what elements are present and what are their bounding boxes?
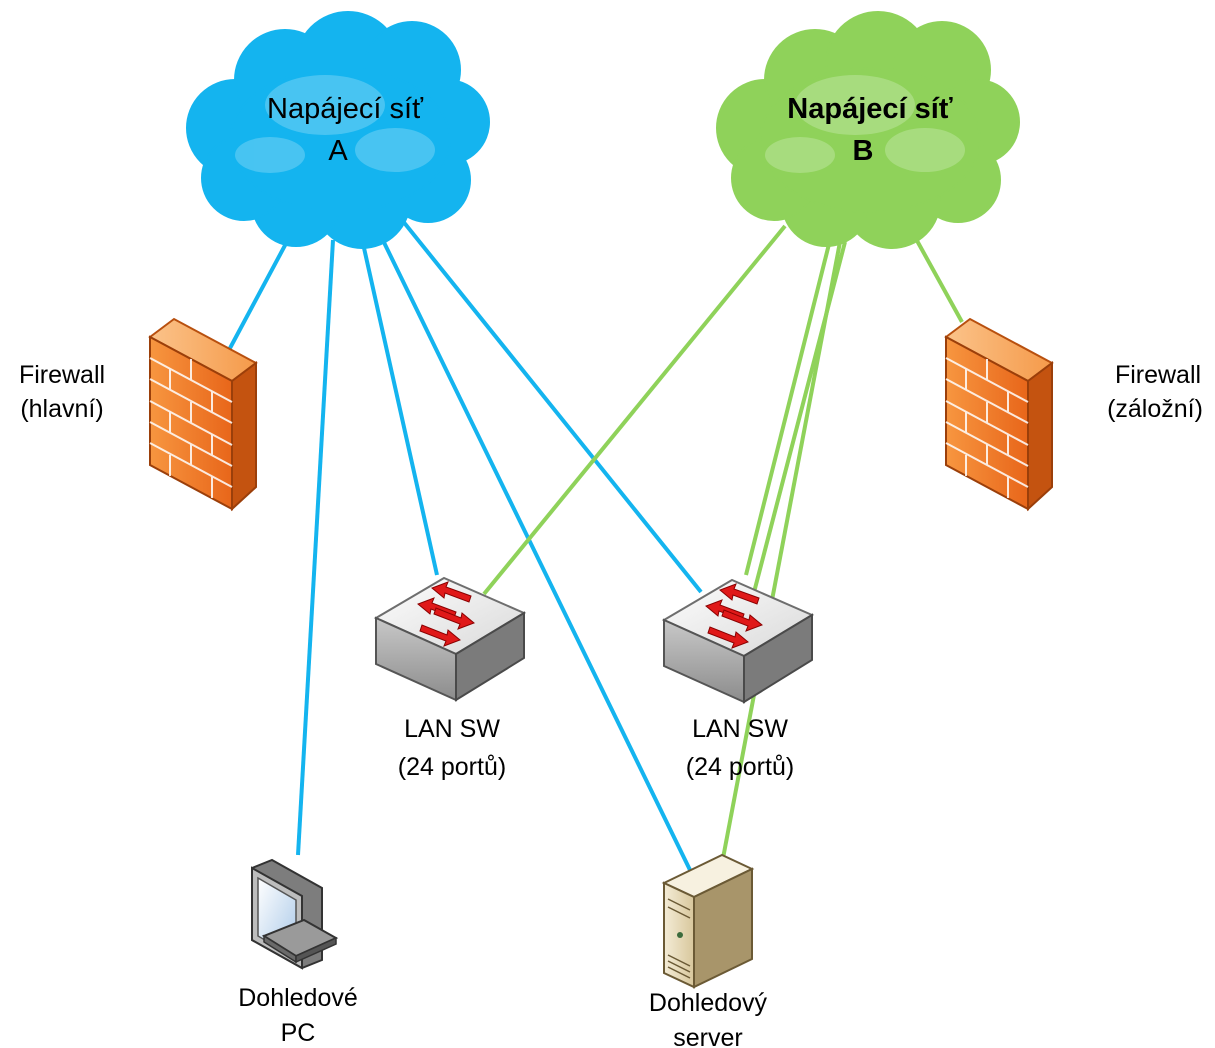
monitoring-pc-label-line1: Dohledové [238,984,358,1012]
link-a-switch-2 [400,218,703,594]
cloud-b-label-line2: B [853,135,874,167]
link-b-switch-1 [482,224,787,596]
lan-switch-2: LAN SW (24 portů) [663,579,813,781]
server-icon [661,853,755,989]
firewall-backup: Firewall (záložní) [945,318,1203,510]
firewall-icon [945,318,1053,510]
cloud-b-label-line1: Napájecí síť [787,93,953,125]
link-b-monitor-server-2 [750,241,847,601]
monitoring-server-label-line1: Dohledový [649,989,768,1017]
lan-switch-1: LAN SW (24 portů) [375,577,525,781]
firewall-main-label-line2: (hlavní) [20,395,103,423]
link-a-firewall-main [227,235,292,351]
link-a-monitor-server [374,225,692,871]
firewall-backup-label-line1: Firewall [1115,361,1201,389]
cloud-b: Napájecí síť B [716,11,1020,249]
switch-icon [375,577,525,701]
firewall-main: Firewall (hlavní) [19,318,257,510]
monitoring-pc: Dohledové PC [238,858,358,1047]
monitoring-pc-label-line2: PC [281,1019,316,1047]
cloud-a-label-line1: Napájecí síť [267,93,424,125]
link-b-monitor-server [718,241,842,875]
switch-icon [663,579,813,703]
network-a-links [227,218,703,871]
switch-1-label-line1: LAN SW [404,715,500,743]
link-b-switch-2 [744,239,832,576]
link-a-monitor-pc [296,239,335,856]
link-b-firewall-backup [908,227,964,323]
firewall-main-label-line1: Firewall [19,361,105,389]
switch-1-label-line2: (24 portů) [398,753,506,781]
firewall-icon [149,318,257,510]
monitoring-server-label-line2: server [673,1024,742,1048]
monitor-icon [251,858,339,970]
switch-2-label-line2: (24 portů) [686,753,794,781]
cloud-a: Napájecí síť A [186,11,490,249]
cloud-icon [716,11,1020,249]
network-b-links [482,224,964,875]
firewall-backup-label-line2: (záložní) [1107,395,1203,423]
cloud-icon [186,11,490,249]
cloud-a-label-line2: A [328,135,348,167]
monitoring-server: Dohledový server [649,853,768,1048]
link-a-switch-1 [358,229,439,576]
switch-2-label-line1: LAN SW [692,715,788,743]
